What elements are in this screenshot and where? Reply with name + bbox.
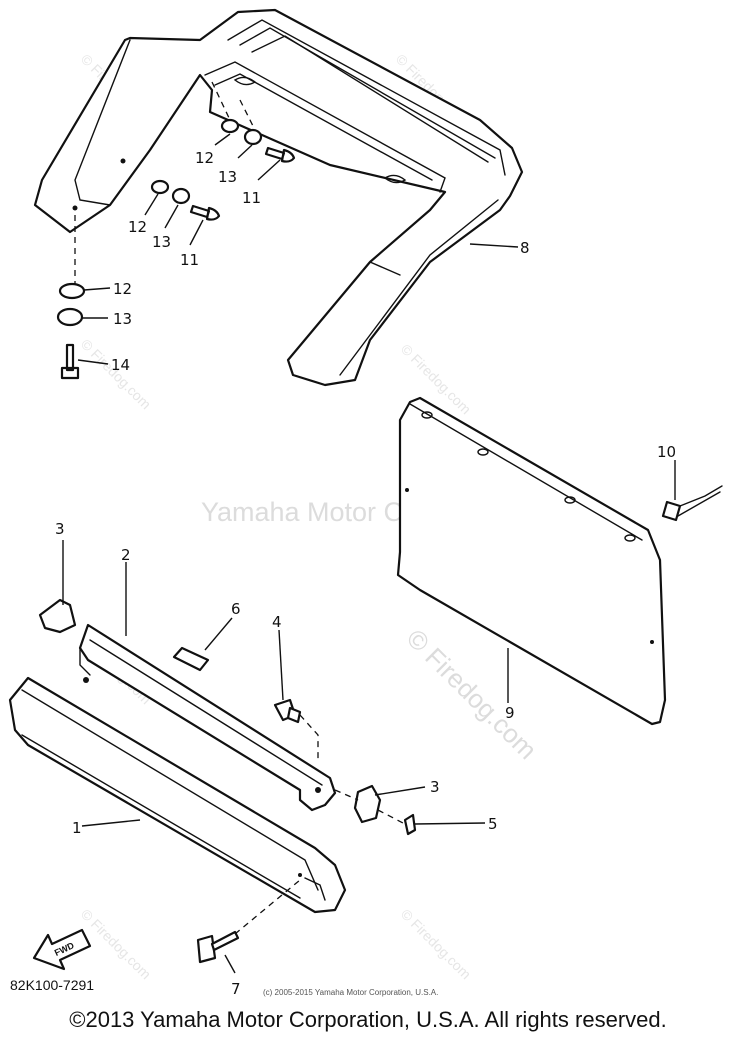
callout-12b: 12 <box>128 218 147 236</box>
callout-12a: 12 <box>195 149 214 167</box>
bracket-3a <box>38 598 77 634</box>
part-1-bar <box>8 676 347 914</box>
callout-2: 2 <box>121 546 131 564</box>
footer-copyright: ©2013 Yamaha Motor Corporation, U.S.A. A… <box>69 1007 666 1032</box>
callouts: 12 13 11 12 13 11 12 13 14 8 10 3 2 6 4 … <box>55 149 676 998</box>
callout-13b: 13 <box>152 233 171 251</box>
part-5-clip <box>403 813 417 836</box>
callout-8: 8 <box>520 239 530 257</box>
callout-13c: 13 <box>113 310 132 328</box>
bolt-11a <box>264 146 296 163</box>
washer-12c <box>58 282 86 300</box>
part-6-decal <box>172 646 210 672</box>
callout-6: 6 <box>231 600 241 618</box>
small-copyright: (c) 2005-2015 Yamaha Motor Corporation, … <box>263 988 438 997</box>
callout-10: 10 <box>657 443 676 461</box>
callout-13a: 13 <box>218 168 237 186</box>
washer-12b <box>150 179 170 195</box>
watermark-diagonal-7: © Firedog.com <box>398 906 474 982</box>
callout-11a: 11 <box>242 189 261 207</box>
part-9-panel <box>396 396 667 726</box>
callout-7: 7 <box>231 980 241 998</box>
fwd-arrow-icon: FWD <box>32 928 92 971</box>
part-4-wing-bolt <box>273 698 319 760</box>
callout-12c: 12 <box>113 280 132 298</box>
part-3-brackets <box>38 598 382 824</box>
callout-5: 5 <box>488 815 498 833</box>
bolt-14 <box>60 343 80 380</box>
part-10-rivet <box>661 485 723 522</box>
callout-11b: 11 <box>180 251 199 269</box>
callout-3a: 3 <box>55 520 65 538</box>
bracket-3b <box>353 784 382 824</box>
diagram-code: 82K100-7291 <box>10 977 94 993</box>
callout-4: 4 <box>272 613 282 631</box>
part-2-plate <box>78 623 337 812</box>
callout-14: 14 <box>111 356 130 374</box>
bolt-11b <box>189 204 221 221</box>
part-8-carrier-frame <box>33 8 524 387</box>
washer-12a <box>220 118 240 134</box>
lockwasher-13b <box>171 187 191 205</box>
leader-lines <box>62 133 676 974</box>
callout-1: 1 <box>72 819 82 837</box>
callout-9: 9 <box>505 704 515 722</box>
callout-3b: 3 <box>430 778 440 796</box>
upper-fasteners <box>56 81 296 380</box>
nut-13c <box>56 307 84 327</box>
part-7-bolt <box>196 879 301 964</box>
lockwasher-13a <box>243 128 263 146</box>
